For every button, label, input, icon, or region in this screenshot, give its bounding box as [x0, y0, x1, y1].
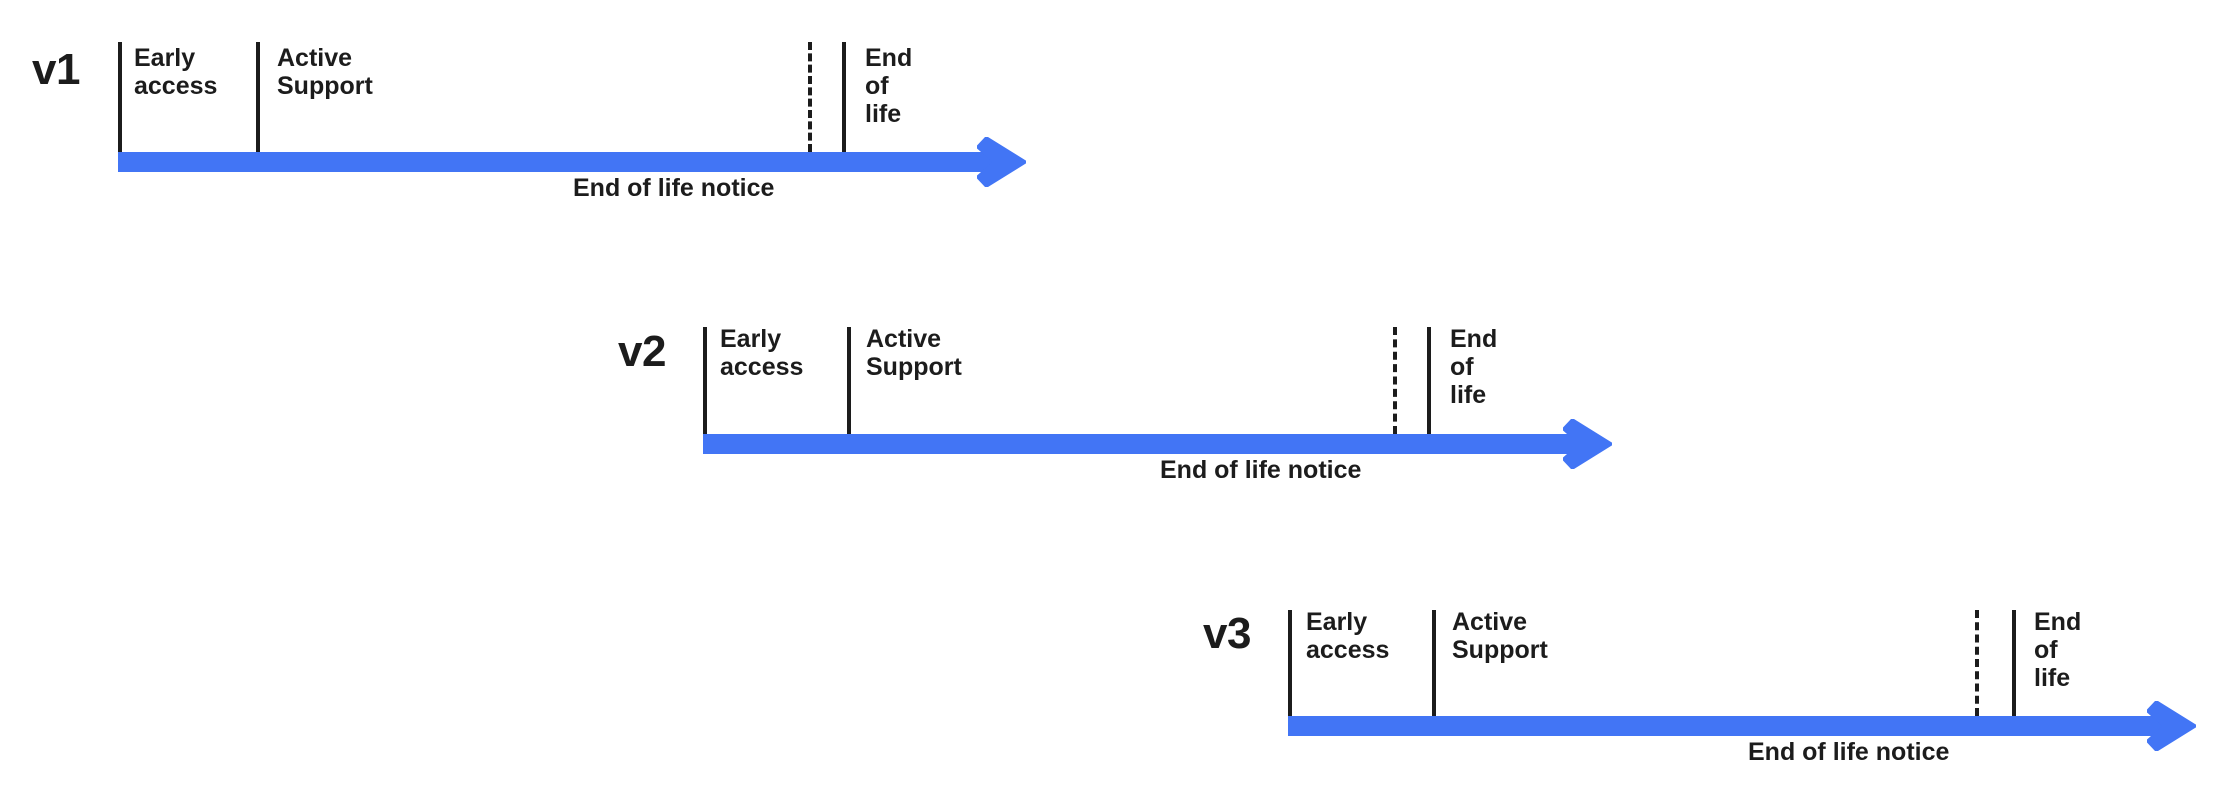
- timeline-arrow-head-v2: [1560, 416, 1616, 472]
- divider-v3-0: [1288, 610, 1292, 716]
- timeline-arrow-shaft-v2: [703, 434, 1594, 454]
- dashed-divider-v1-2: [808, 42, 812, 152]
- dashed-divider-v2-2: [1393, 327, 1397, 434]
- phase-label-early_access-v3: Early access: [1306, 608, 1390, 664]
- dashed-divider-v3-2: [1975, 610, 1979, 716]
- timeline-arrow-shaft-v1: [118, 152, 1008, 172]
- timeline-arrow-v2: [703, 419, 1616, 469]
- phase-label-end_of_life-v1: End of life: [865, 44, 913, 128]
- version-label-v2: v2: [618, 327, 666, 376]
- divider-v2-3: [1427, 327, 1431, 434]
- phase-label-early_access-v1: Early access: [134, 44, 218, 100]
- phase-label-end_of_life-v2: End of life: [1450, 325, 1498, 409]
- end-of-life-notice-label-v3: End of life notice: [1748, 738, 1950, 766]
- divider-v2-1: [847, 327, 851, 434]
- end-of-life-notice-label-v2: End of life notice: [1160, 456, 1362, 484]
- timeline-arrow-v1: [118, 137, 1030, 187]
- divider-v1-3: [842, 42, 846, 152]
- timeline-arrow-v3: [1288, 701, 2200, 751]
- divider-v3-3: [2012, 610, 2016, 716]
- phase-label-end_of_life-v3: End of life: [2034, 608, 2082, 692]
- version-label-v1: v1: [32, 45, 80, 94]
- phase-label-active_support-v1: Active Support: [277, 44, 373, 100]
- divider-v1-1: [256, 42, 260, 152]
- timeline-arrow-head-v3: [2144, 698, 2200, 754]
- phase-label-active_support-v3: Active Support: [1452, 608, 1548, 664]
- version-label-v3: v3: [1203, 609, 1251, 658]
- divider-v3-1: [1432, 610, 1436, 716]
- divider-v1-0: [118, 42, 122, 152]
- timeline-arrow-shaft-v3: [1288, 716, 2178, 736]
- divider-v2-0: [703, 327, 707, 434]
- phase-label-early_access-v2: Early access: [720, 325, 804, 381]
- timeline-arrow-head-v1: [974, 134, 1030, 190]
- end-of-life-notice-label-v1: End of life notice: [573, 174, 775, 202]
- phase-label-active_support-v2: Active Support: [866, 325, 962, 381]
